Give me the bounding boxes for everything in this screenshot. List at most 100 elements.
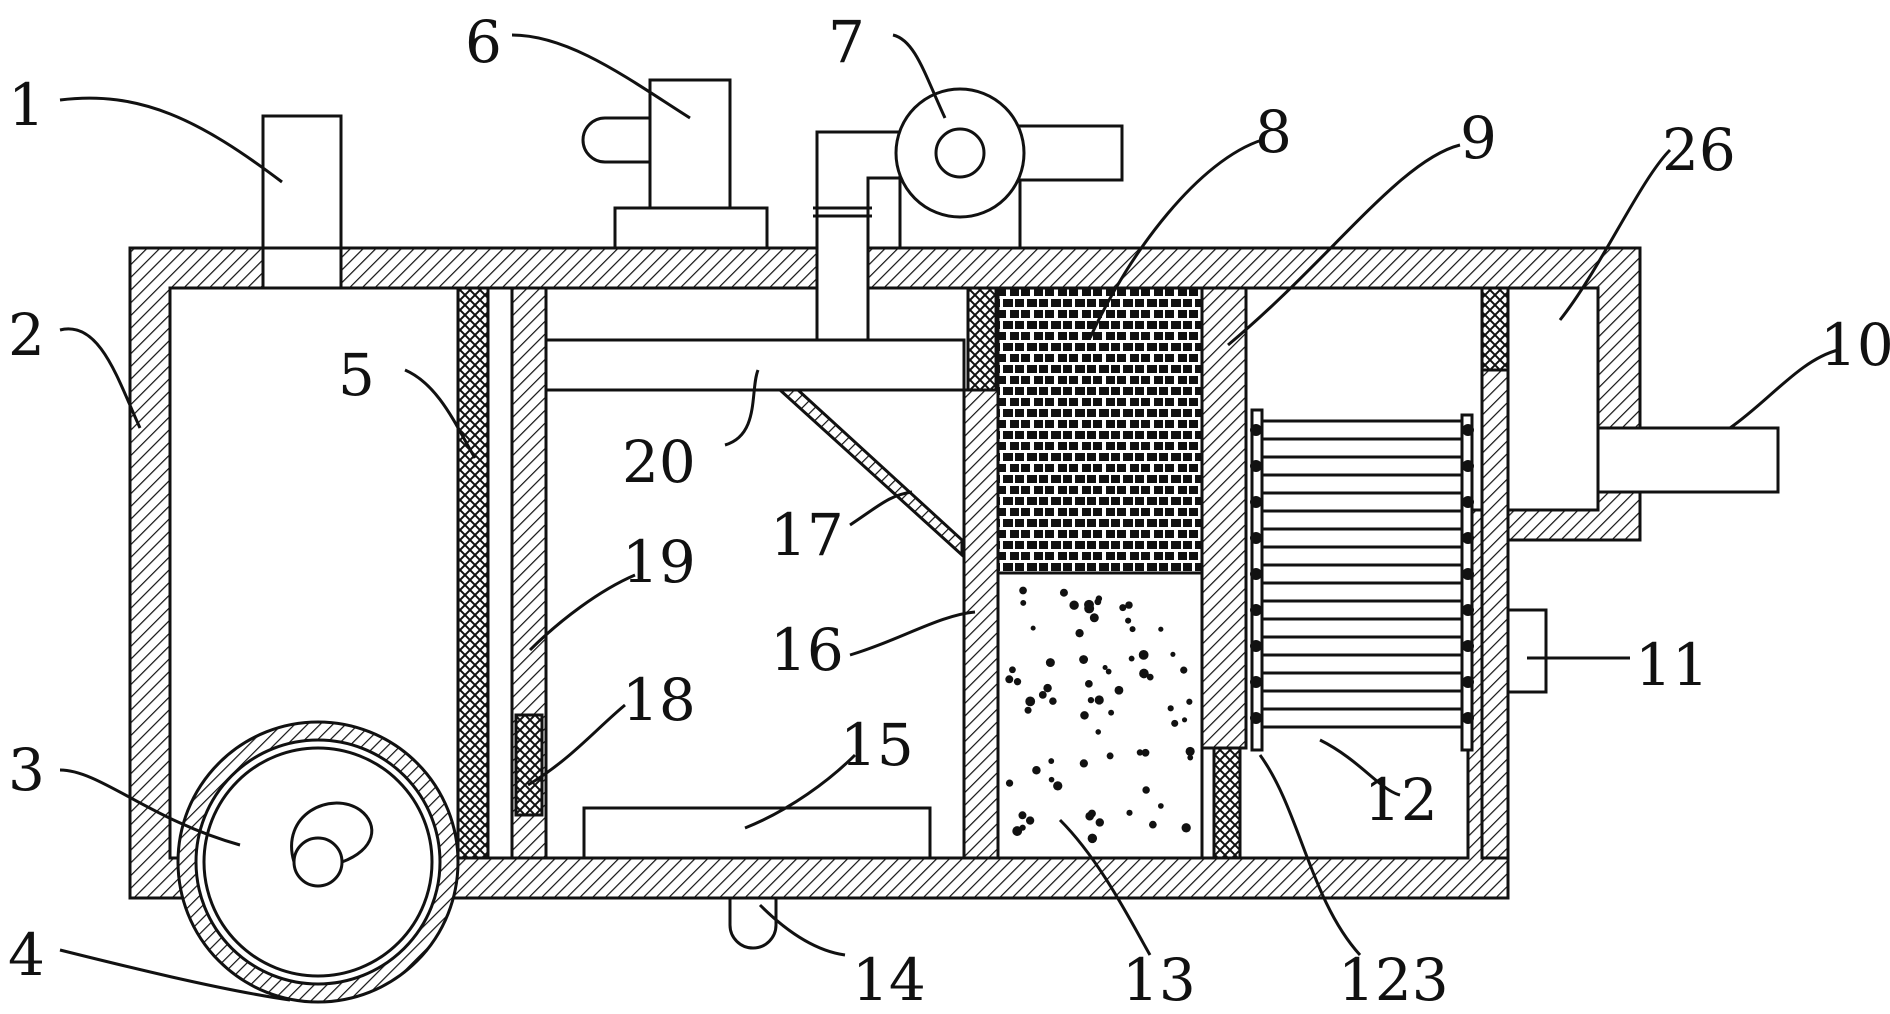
tube-fitting: [1462, 640, 1474, 652]
granule: [1079, 759, 1088, 768]
label-11: 11: [1635, 631, 1709, 699]
granule: [1005, 779, 1014, 787]
tube-fitting: [1462, 676, 1474, 688]
granule: [1043, 683, 1052, 693]
granule: [1009, 666, 1016, 674]
granule: [1048, 776, 1055, 783]
label-3: 3: [8, 736, 45, 804]
drain-14: [728, 896, 778, 950]
granule: [1102, 664, 1108, 671]
granule: [1128, 655, 1135, 662]
tube-fitting: [1462, 460, 1474, 472]
leader-9: [1227, 143, 1461, 347]
leader-5: [404, 368, 477, 459]
tube-fitting: [1462, 496, 1474, 508]
filter-block-8: [996, 286, 1204, 575]
granule: [1079, 655, 1089, 664]
brace-17: [776, 388, 964, 559]
granule: [1149, 820, 1157, 829]
divider-right: [1480, 286, 1510, 860]
granule: [1019, 824, 1026, 831]
label-8: 8: [1255, 98, 1292, 166]
granule: [1049, 697, 1057, 705]
label-6: 6: [465, 8, 502, 76]
granule: [1129, 626, 1136, 633]
outlet-pipe-10: [1596, 426, 1780, 494]
granule: [1141, 748, 1150, 757]
tube-fitting: [1250, 460, 1262, 472]
granule: [1032, 766, 1041, 775]
leader-1: [59, 96, 283, 184]
leader-8: [1088, 138, 1263, 339]
tube-fitting: [1250, 676, 1262, 688]
tube-fitting: [1462, 712, 1474, 724]
granule: [1080, 711, 1089, 720]
granule: [1013, 678, 1022, 686]
granule: [1094, 695, 1104, 705]
granule: [1157, 803, 1164, 809]
granule: [1106, 752, 1114, 760]
tube-fitting: [1462, 604, 1474, 616]
port-11: [1506, 608, 1548, 694]
label-16: 16: [770, 616, 844, 684]
granule: [1085, 811, 1095, 821]
label-123: 123: [1338, 946, 1449, 1014]
granule: [1094, 598, 1102, 606]
granular-fill-13: [996, 571, 1204, 860]
pump-6: [581, 78, 769, 250]
granule: [1045, 658, 1055, 668]
label-19: 19: [622, 528, 696, 596]
granule: [1048, 758, 1055, 764]
leader-19: [528, 573, 636, 652]
label-18: 18: [622, 666, 696, 734]
granule: [1158, 626, 1164, 632]
granule: [1069, 600, 1079, 610]
granule: [1075, 629, 1084, 638]
plate-19: [510, 286, 548, 860]
granule: [1005, 675, 1014, 684]
tube-fitting: [1250, 712, 1262, 724]
granule: [1085, 679, 1093, 688]
granule: [1025, 696, 1036, 707]
leader-3: [59, 768, 241, 847]
granule: [1185, 746, 1195, 756]
granule: [1136, 749, 1144, 756]
label-9: 9: [1460, 104, 1497, 172]
leader-10: [1729, 348, 1839, 430]
outlet-box-26: [1506, 286, 1600, 512]
leader-14: [758, 903, 846, 957]
granule: [1170, 651, 1176, 657]
granule: [1138, 649, 1149, 660]
tray-15: [582, 806, 932, 860]
leader-12: [1319, 738, 1401, 797]
leader-2: [59, 327, 142, 429]
label-10: 10: [1820, 311, 1890, 379]
leader-17: [849, 490, 913, 527]
granule: [1020, 599, 1027, 606]
tube: [1260, 419, 1464, 441]
label-7: 7: [828, 8, 865, 76]
part-labels: 1 2 3 4 5 6 7 8 9 26 10 11 12 123 13 14 …: [8, 8, 1890, 1014]
label-14: 14: [852, 946, 926, 1014]
granule: [1105, 668, 1112, 675]
granule: [1059, 588, 1068, 597]
granule: [1087, 833, 1098, 844]
plate-9: [1200, 286, 1248, 860]
tube-fitting: [1250, 568, 1262, 580]
tube-fitting: [1250, 496, 1262, 508]
granule: [1125, 601, 1133, 609]
label-2: 2: [8, 301, 45, 369]
tube-fitting: [1462, 568, 1474, 580]
label-20: 20: [622, 428, 696, 496]
granule: [1146, 673, 1154, 681]
tube-fitting: [1250, 640, 1262, 652]
granule: [1095, 729, 1102, 735]
label-26: 26: [1662, 116, 1736, 184]
granule: [1084, 599, 1094, 610]
tube: [1260, 491, 1464, 513]
granule: [1119, 604, 1127, 612]
granule: [1181, 823, 1191, 833]
tube: [1260, 635, 1464, 657]
granule: [1019, 586, 1027, 595]
